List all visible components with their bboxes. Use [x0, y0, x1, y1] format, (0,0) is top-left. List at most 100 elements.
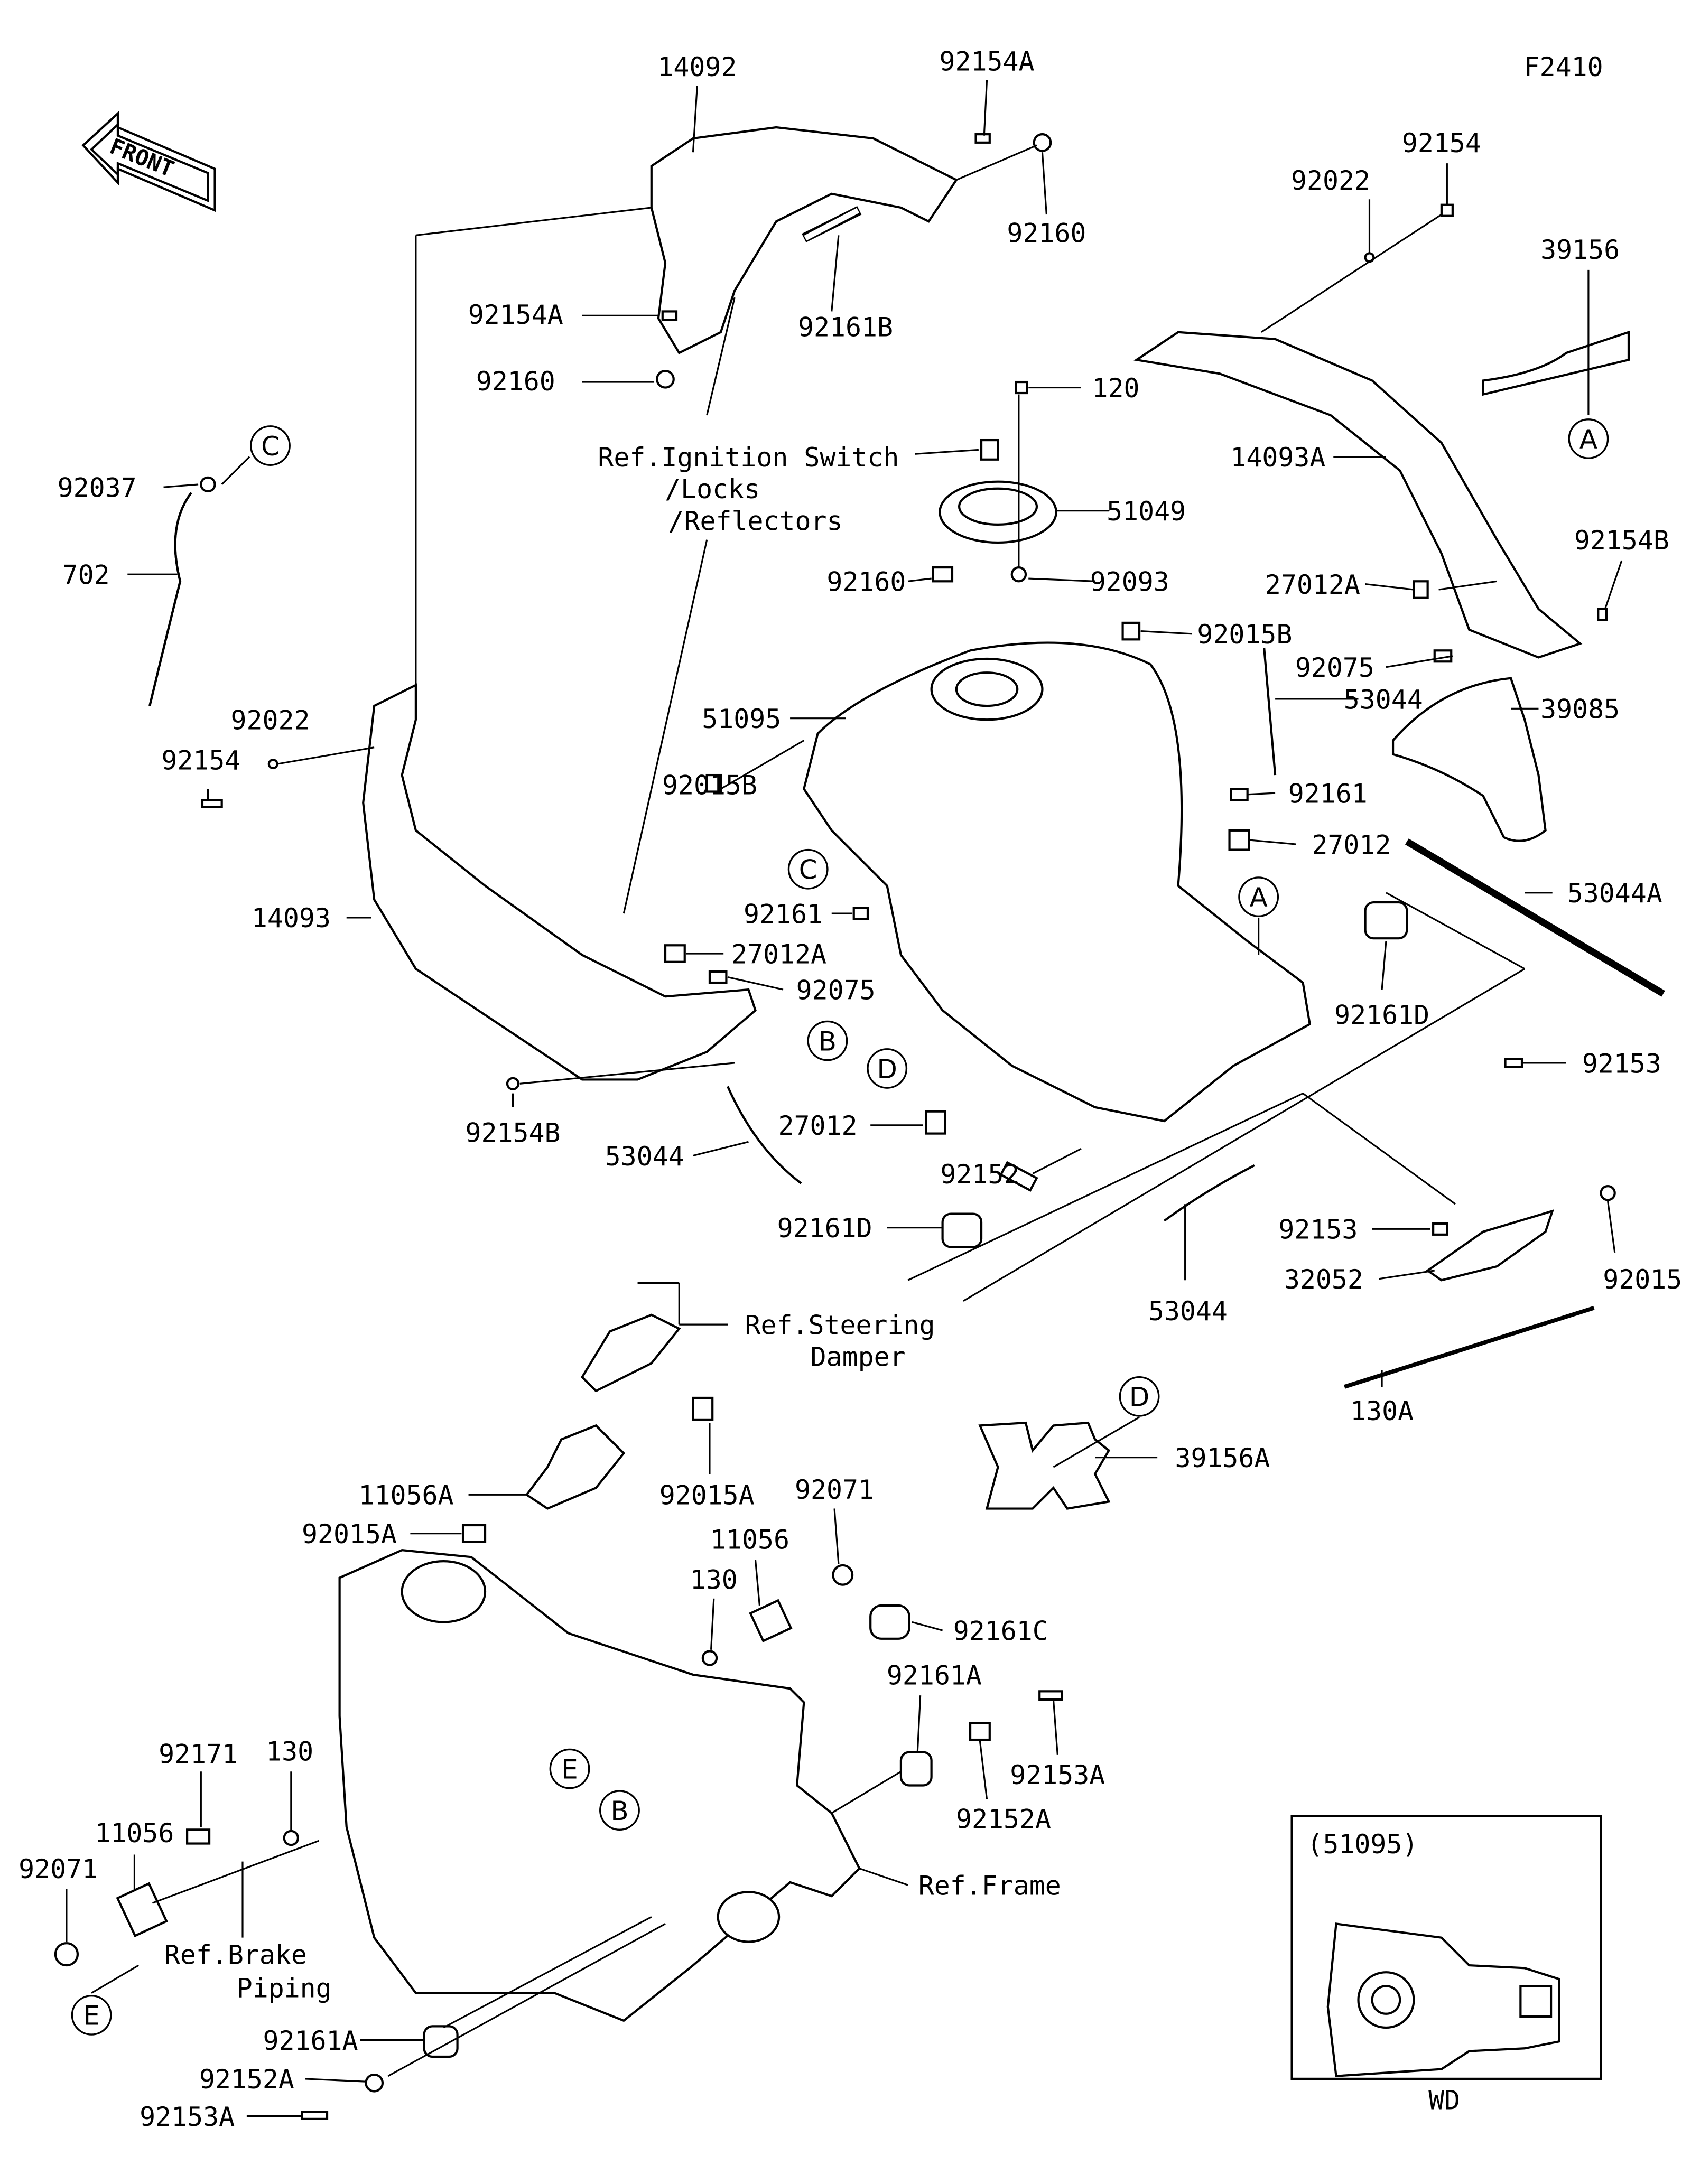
callout-11056: 11056	[95, 1818, 174, 1849]
part-39156-pad	[1482, 330, 1630, 396]
svg-text:C: C	[261, 431, 280, 462]
callout-92022: 92022	[1291, 165, 1370, 196]
marker-c: C	[250, 425, 291, 466]
ref-brake: Ref.Brake	[164, 1939, 307, 1970]
part-14093A-cover	[1133, 331, 1583, 659]
svg-text:A: A	[1250, 882, 1268, 913]
ref-frame: Ref.Frame	[918, 1870, 1061, 1901]
callout-labels: 14092 92154A F2410 92160 92154 92022 391…	[18, 46, 1682, 2132]
part-53044-strip	[1263, 647, 1277, 776]
callout-92161D: 92161D	[777, 1213, 872, 1244]
callout-14092: 14092	[657, 52, 737, 82]
callout-92015: 92015	[1603, 1264, 1682, 1295]
callout-92152A: 92152A	[199, 2064, 294, 2095]
leader-lines	[66, 80, 1623, 2117]
callout-92154A: 92154A	[940, 46, 1035, 77]
callout-92161: 92161	[744, 899, 823, 929]
callout-92022: 92022	[230, 705, 310, 736]
part-32052-bracket	[1425, 1209, 1554, 1282]
callout-14093: 14093	[252, 903, 331, 934]
callout-92154: 92154	[161, 745, 240, 776]
callout-92152A: 92152A	[956, 1804, 1051, 1835]
ref-reflectors: /Reflectors	[668, 506, 843, 536]
callout-92015B: 92015B	[1197, 619, 1292, 650]
marker-a: A	[1568, 418, 1609, 459]
callout-27012: 27012	[1312, 829, 1391, 860]
callout-92154: 92154	[1402, 128, 1481, 158]
callout-92154A: 92154A	[468, 300, 563, 330]
part-53044-strip-lower	[727, 1086, 802, 1184]
callout-92153: 92153	[1582, 1048, 1661, 1079]
part-filler-neck	[930, 657, 1044, 721]
marker-a: A	[1238, 876, 1279, 917]
ref-locks: /Locks	[665, 474, 760, 505]
callout-92071: 92071	[18, 1854, 98, 1884]
part-53044-strip-mid	[1164, 1164, 1255, 1222]
callout-92154B: 92154B	[465, 1117, 560, 1148]
svg-text:B: B	[819, 1026, 837, 1057]
callout-92152: 92152	[940, 1159, 1019, 1190]
ref-ignition-switch: Ref.Ignition Switch	[598, 442, 899, 473]
callout-120: 120	[1092, 373, 1139, 404]
callout-27012: 27012	[778, 1110, 858, 1141]
callout-92161D: 92161D	[1334, 1000, 1429, 1031]
figure-code: F2410	[1524, 52, 1603, 82]
reference-markers: C A C A B D D E B E	[71, 418, 1609, 2036]
inset-title: (51095)	[1307, 1829, 1418, 1860]
callout-51095: 51095	[702, 704, 781, 734]
ref-piping: Piping	[237, 1973, 332, 2003]
callout-39085: 39085	[1540, 694, 1620, 725]
marker-d: D	[867, 1048, 908, 1089]
svg-text:D: D	[877, 1054, 897, 1085]
part-702-hose	[148, 492, 192, 706]
part-14093-cover	[362, 683, 757, 1081]
callout-32052: 32052	[1284, 1264, 1363, 1295]
part-steering-bracket	[580, 1313, 681, 1393]
callout-92161: 92161	[1288, 778, 1368, 809]
callout-92153A: 92153A	[140, 2102, 235, 2132]
callout-92153: 92153	[1278, 1215, 1358, 1245]
callout-92075: 92075	[796, 975, 876, 1006]
marker-c: C	[787, 848, 829, 890]
svg-text:E: E	[83, 2001, 99, 2031]
marker-e: E	[549, 1748, 590, 1789]
front-arrow-logo: FRONT	[81, 111, 216, 212]
callout-39156: 39156	[1540, 235, 1620, 265]
fasteners	[200, 133, 1616, 1389]
callout-92160: 92160	[826, 567, 906, 598]
marker-b: B	[807, 1020, 848, 1061]
callout-92093: 92093	[1090, 567, 1169, 598]
callout-53044: 53044	[1344, 684, 1423, 715]
callout-92071: 92071	[795, 1474, 874, 1505]
callout-27012A: 27012A	[1265, 570, 1360, 600]
part-14092-cover	[650, 126, 958, 354]
svg-text:A: A	[1579, 424, 1597, 455]
callout-92075: 92075	[1295, 652, 1374, 683]
callout-11056: 11056	[710, 1525, 789, 1555]
part-51049-cap	[939, 480, 1057, 544]
part-53044A-strip	[1405, 838, 1665, 997]
callout-92015A: 92015A	[659, 1480, 755, 1511]
callout-92037: 92037	[58, 473, 137, 503]
callout-11056A: 11056A	[359, 1480, 454, 1511]
callout-92015A: 92015A	[302, 1519, 397, 1550]
callout-39156A: 39156A	[1175, 1443, 1270, 1473]
svg-text:E: E	[561, 1754, 578, 1785]
marker-d: D	[1119, 1376, 1160, 1417]
callout-92160: 92160	[476, 366, 555, 397]
ref-steering: Ref.Steering	[745, 1310, 935, 1340]
callout-92161C: 92161C	[953, 1616, 1048, 1646]
callout-53044A: 53044A	[1567, 878, 1662, 909]
svg-text:D: D	[1129, 1382, 1149, 1413]
callout-92153A: 92153A	[1010, 1760, 1105, 1790]
inset-tank-top-view	[1326, 1922, 1560, 2077]
part-39156A-decal	[978, 1421, 1111, 1510]
callout-130: 130	[266, 1736, 313, 1767]
callout-92015B: 92015B	[662, 770, 757, 801]
svg-text:C: C	[799, 855, 817, 885]
bushings	[54, 1564, 1063, 2120]
marker-e: E	[71, 1995, 112, 2036]
svg-text:B: B	[610, 1796, 628, 1826]
callout-130: 130	[690, 1565, 738, 1595]
